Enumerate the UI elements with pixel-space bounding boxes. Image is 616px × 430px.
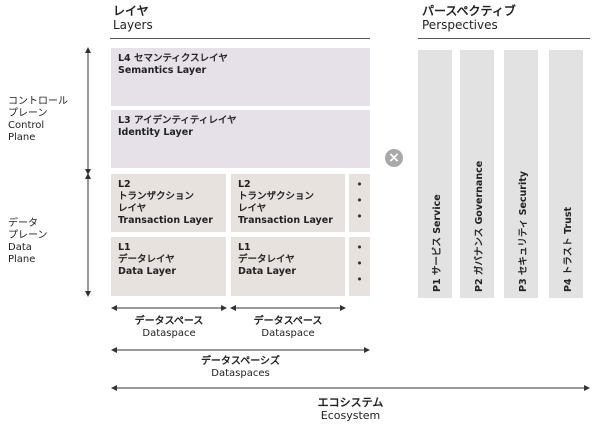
perspectives-header-rule	[418, 38, 590, 39]
l4-label-en: Semantics Layer	[118, 65, 207, 76]
l1a-num: L1	[118, 242, 131, 253]
dataspace-a-caption: データスペース Dataspace	[112, 316, 226, 340]
data-plane-jp1: データ	[8, 218, 38, 229]
control-plane-jp2: プレーン	[8, 108, 48, 119]
ellipsis-dot: •	[356, 210, 363, 223]
control-plane-en2: Plane	[8, 132, 36, 143]
dataspaces-jp: データスペーシズ	[200, 356, 281, 367]
dataspaces-en: Dataspaces	[211, 368, 270, 379]
l4-label-jp: L4 セマンティクスレイヤ	[118, 53, 228, 64]
l1b-en: Data Layer	[238, 266, 297, 277]
l3-identity-layer: L3 アイデンティティレイヤ Identity Layer	[111, 110, 370, 168]
l1b-num: L1	[238, 242, 251, 253]
l2b-jp1: トランザクション	[238, 191, 315, 202]
layers-header: レイヤ Layers	[113, 4, 153, 32]
ecosystem-caption: エコシステム Ecosystem	[112, 396, 589, 422]
ellipsis-dot: •	[356, 241, 363, 254]
dataspace-b-caption: データスペース Dataspace	[231, 316, 345, 340]
dataspace-b-en: Dataspace	[261, 328, 315, 339]
ecosystem-jp: エコシステム	[317, 396, 384, 409]
control-plane-en1: Control	[8, 120, 45, 131]
ellipsis-dot: •	[356, 273, 363, 286]
perspective-p3: P3 セキュリティ Security	[504, 50, 538, 298]
perspective-p1: P1 サービス Service	[418, 50, 452, 298]
l2-transaction-layer-a: L2 トランザクション レイヤ Transaction Layer	[111, 174, 226, 232]
data-plane-en1: Data	[8, 242, 32, 253]
ellipsis-dot: •	[356, 178, 363, 191]
l2a-jp2: レイヤ	[118, 203, 147, 214]
l3-label-jp: L3 アイデンティティレイヤ	[118, 115, 237, 126]
l1-data-layer-a: L1 データレイヤ Data Layer	[111, 237, 226, 296]
data-plane-jp2: プレーン	[8, 230, 48, 241]
l2a-en: Transaction Layer	[118, 215, 213, 226]
l1b-jp: データレイヤ	[238, 254, 295, 265]
dataspace-a-jp: データスペース	[134, 316, 204, 327]
perspective-p4: P4 トラスト Trust	[549, 50, 583, 298]
layers-header-en: Layers	[113, 18, 153, 32]
dataspace-b-jp: データスペース	[253, 316, 323, 327]
l2b-num: L2	[238, 179, 251, 190]
l1a-en: Data Layer	[118, 266, 177, 277]
cross-product-icon: ×	[385, 149, 403, 167]
perspectives-header-en: Perspectives	[422, 18, 498, 32]
l1-more-cell: • • •	[349, 237, 370, 296]
ellipsis-dot: •	[356, 194, 363, 207]
l2b-en: Transaction Layer	[238, 215, 333, 226]
l2a-jp1: トランザクション	[118, 191, 195, 202]
l2-transaction-layer-b: L2 トランザクション レイヤ Transaction Layer	[231, 174, 345, 232]
l2b-jp2: レイヤ	[238, 203, 267, 214]
l3-label-en: Identity Layer	[118, 127, 193, 138]
l1-data-layer-b: L1 データレイヤ Data Layer	[231, 237, 345, 296]
perspectives-header-jp: パースペクティブ	[422, 4, 516, 18]
layers-header-jp: レイヤ	[113, 4, 149, 18]
dataspace-a-en: Dataspace	[142, 328, 196, 339]
layers-header-rule	[110, 38, 370, 39]
perspectives-header: パースペクティブ Perspectives	[422, 4, 516, 32]
data-plane-en2: Plane	[8, 254, 36, 265]
l4-semantics-layer: L4 セマンティクスレイヤ Semantics Layer	[111, 48, 370, 106]
ellipsis-dot: •	[356, 257, 363, 270]
l1a-jp: データレイヤ	[118, 254, 175, 265]
ecosystem-en: Ecosystem	[320, 409, 381, 422]
control-plane-jp1: コントロール	[8, 96, 68, 107]
l2-more-cell: • • •	[349, 174, 370, 232]
l2a-num: L2	[118, 179, 131, 190]
data-plane-label: データ プレーン Data Plane	[8, 218, 48, 266]
control-plane-label: コントロール プレーン Control Plane	[8, 96, 68, 144]
perspective-p2: P2 ガバナンス Governance	[460, 50, 494, 298]
dataspaces-caption: データスペーシズ Dataspaces	[112, 356, 369, 380]
